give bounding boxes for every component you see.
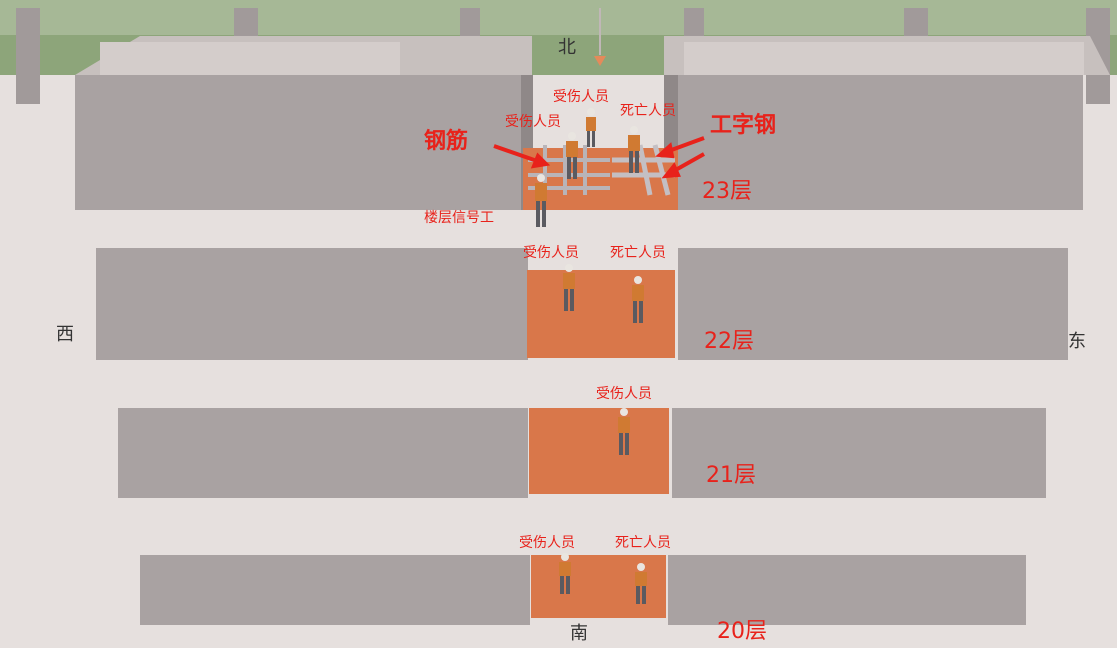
worker-figures: [535, 108, 647, 604]
parapet-post: [16, 8, 40, 104]
label-rebar: 钢筋: [424, 129, 469, 154]
worker-figure: [618, 408, 630, 455]
wall-22f-west: [96, 248, 528, 360]
wall-23f-east: [678, 75, 1083, 210]
direction-south: 南: [570, 623, 588, 644]
label-dead: 死亡人员: [620, 103, 676, 119]
label-injured: 受伤人员: [553, 89, 609, 105]
wall-22f-east: [678, 248, 1068, 360]
floor-label-23: 23层: [702, 179, 752, 204]
worker-figure: [632, 276, 644, 323]
wall-21f-east: [672, 408, 1046, 498]
wall-20f-west: [140, 555, 530, 625]
parapet-post: [684, 8, 704, 38]
worker-figure: [635, 563, 647, 604]
worker-figure: [559, 553, 571, 594]
parapet-post: [460, 8, 480, 38]
worker-figure: [535, 174, 547, 227]
label-injured: 受伤人员: [523, 245, 579, 261]
wall-21f-west: [118, 408, 528, 498]
label-injured: 受伤人员: [519, 535, 575, 551]
floor-opening-22f: [527, 270, 675, 358]
direction-east: 东: [1068, 331, 1086, 352]
parapet-post: [904, 8, 928, 38]
label-ibeam: 工字钢: [710, 113, 777, 138]
room-floor-right: [684, 42, 1084, 75]
worker-figure: [566, 132, 578, 179]
annotation-arrows: [493, 136, 705, 179]
label-injured: 受伤人员: [505, 114, 561, 130]
label-dead: 死亡人员: [615, 535, 671, 551]
sky-background: [0, 0, 1117, 35]
label-injured: 受伤人员: [596, 386, 652, 402]
worker-figure: [628, 126, 640, 173]
floor-opening-21f: [529, 408, 669, 494]
floor-label-20: 20层: [717, 619, 767, 644]
wall-23f-west: [75, 75, 525, 210]
floor-label-22: 22层: [704, 329, 754, 354]
wall-20f-east: [668, 555, 1026, 625]
floor-label-21: 21层: [706, 463, 756, 488]
worker-figure: [586, 108, 596, 147]
room-floor-left: [100, 42, 400, 75]
label-dead: 死亡人员: [610, 245, 666, 261]
label-signalman: 楼层信号工: [424, 210, 494, 226]
north-marker: [594, 56, 606, 66]
worker-figure: [563, 264, 575, 311]
direction-north: 北: [558, 37, 576, 58]
parapet-post: [234, 8, 258, 38]
direction-west: 西: [56, 324, 74, 345]
